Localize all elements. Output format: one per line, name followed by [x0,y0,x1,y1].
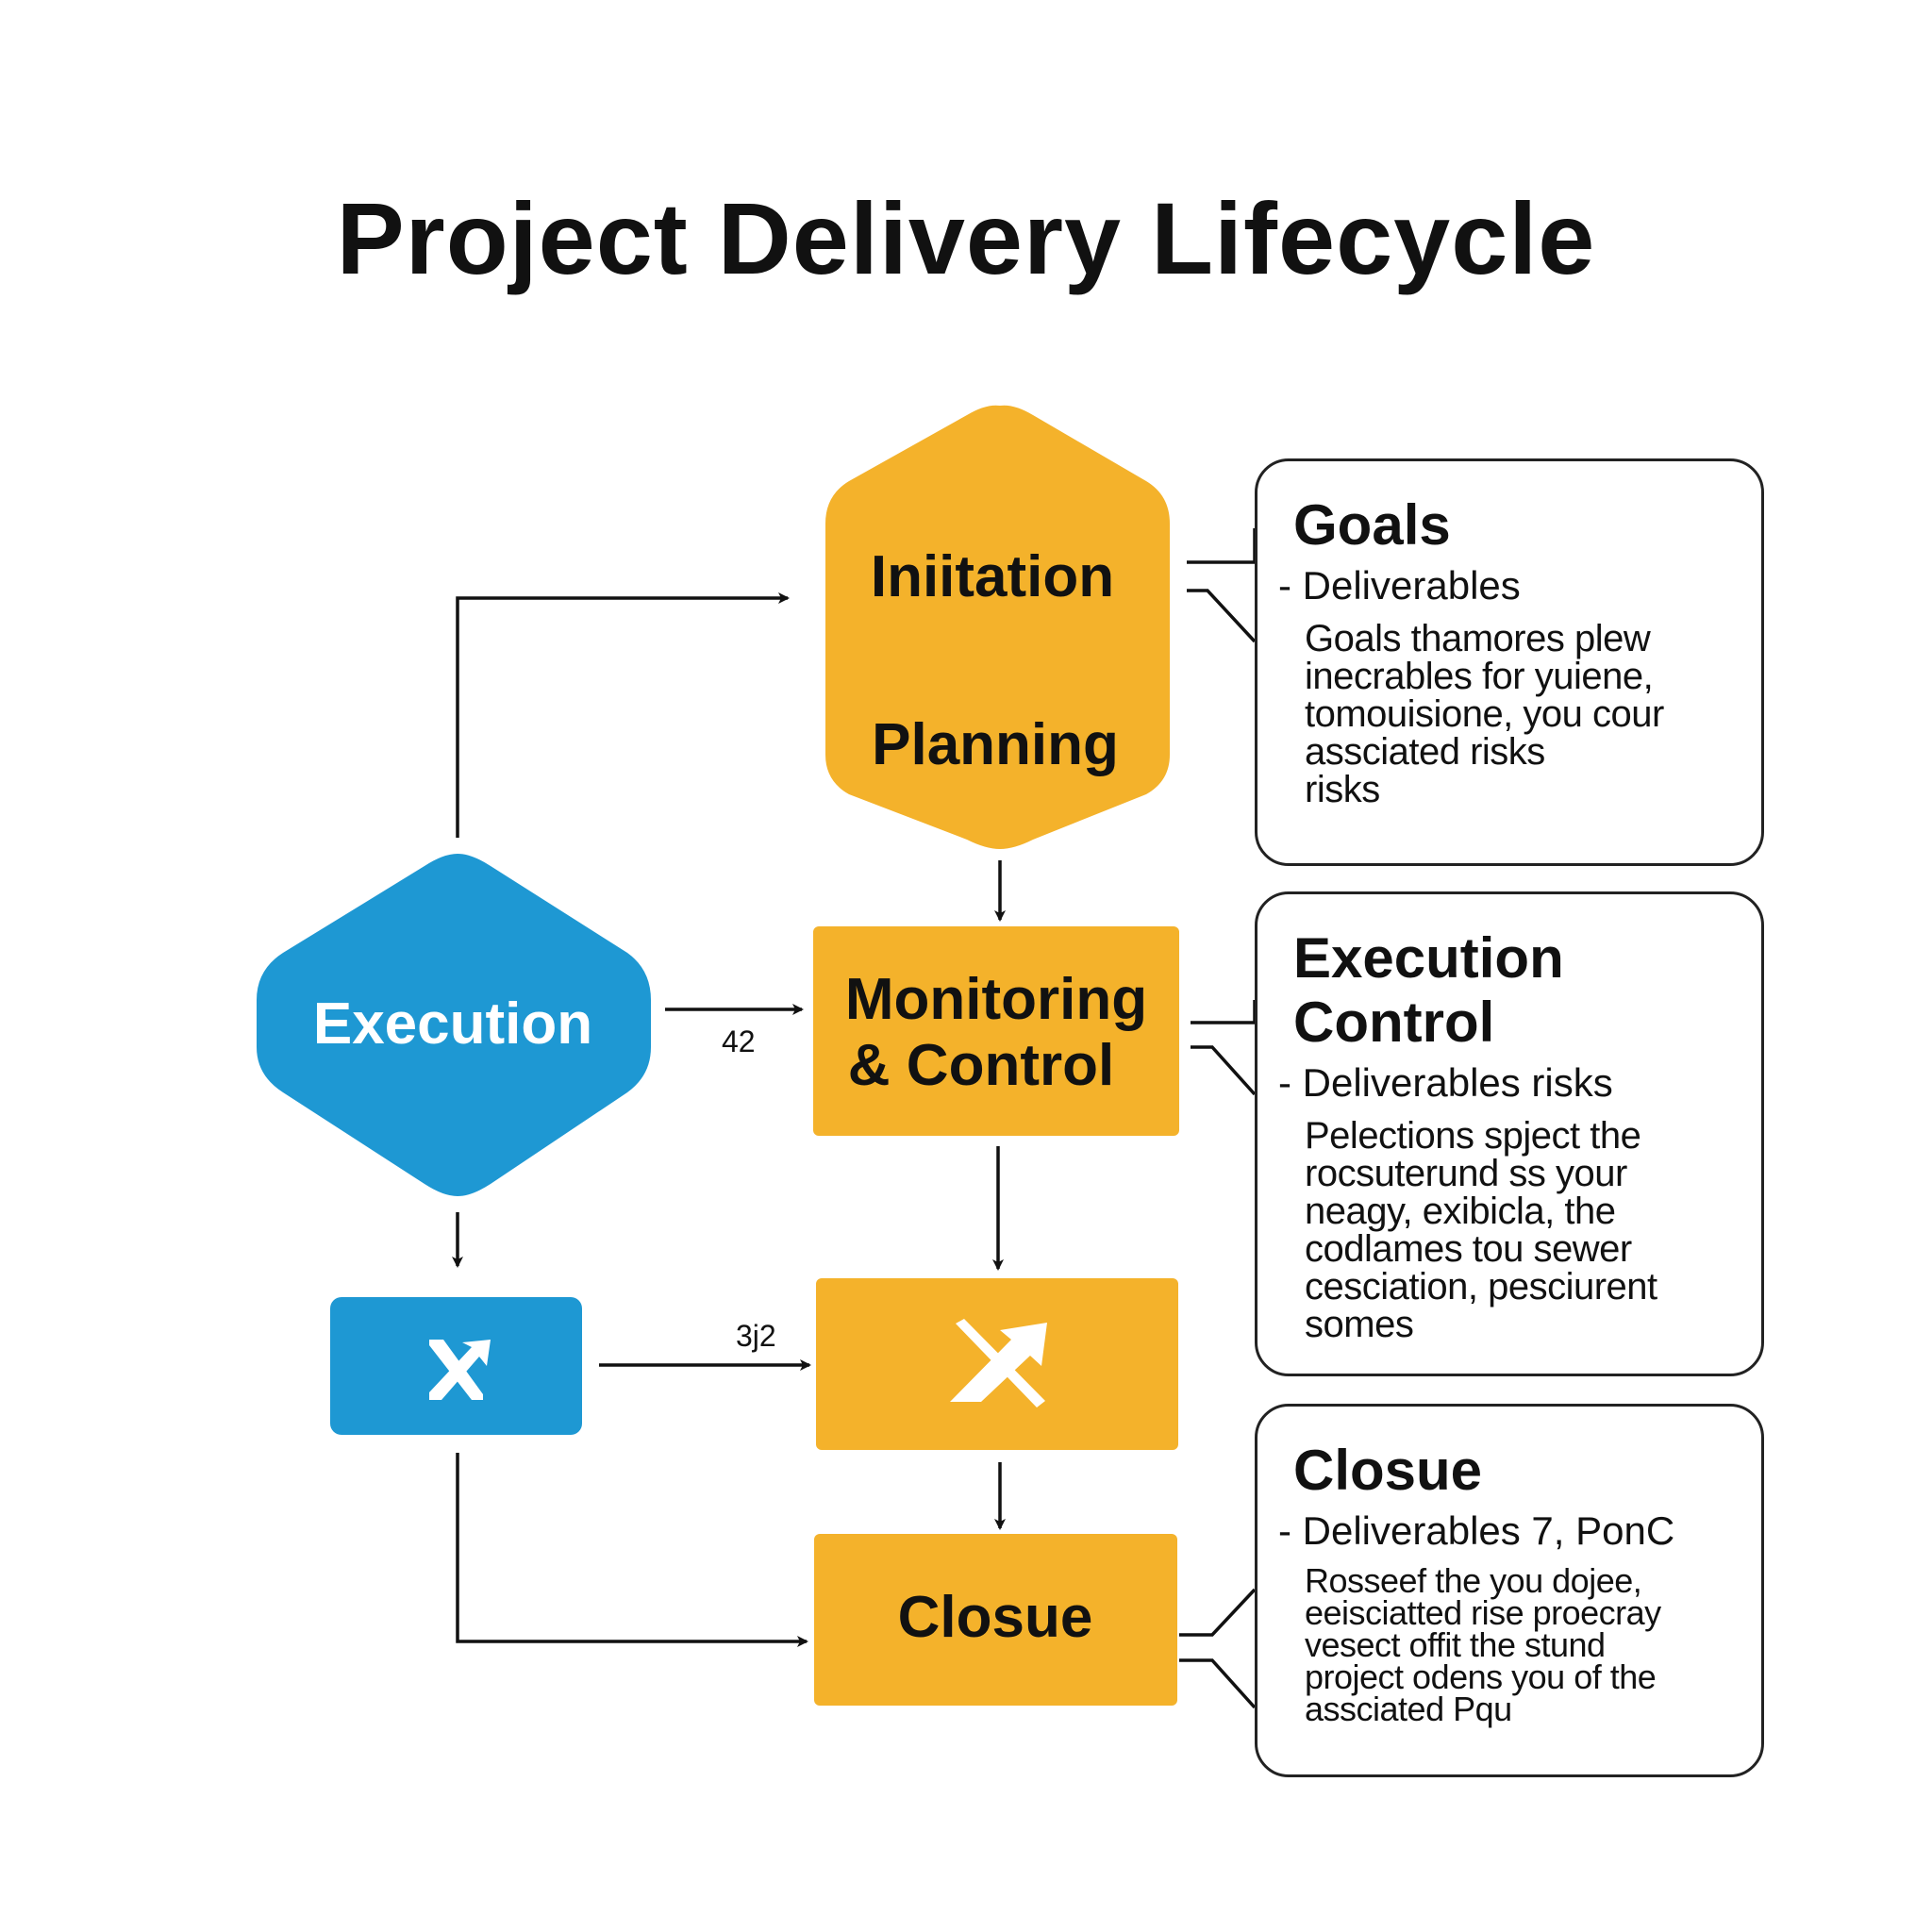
execution-control-subheading: - Deliverables risks [1278,1060,1613,1105]
goals-body: Goals thamores plew inecrables for yuien… [1305,620,1761,808]
body-line: assciated Pqu [1305,1690,1512,1728]
body-line: Pelections spject the [1305,1115,1641,1157]
callout-closure [1179,1588,1257,1637]
body-line: codlames tou sewer [1305,1228,1632,1270]
initiation-label: Iniitation [871,544,1114,609]
edge-execution-to-initiation [456,592,790,838]
goals-info-box: Goals - Deliverables Goals thamores plew… [1255,458,1764,866]
callout-closure-lower [1179,1658,1257,1709]
closure-subheading: - Deliverables 7, PonC [1278,1508,1675,1553]
edge-blue-action-to-closure [456,1453,808,1647]
body-line: cesciation, pesciurent [1305,1266,1657,1307]
body-line: tomouisione, you cour [1305,693,1664,735]
callout-goals [1187,528,1257,564]
closure-info-box: Closue - Deliverables 7, PonC Rosseef th… [1255,1404,1764,1777]
page-title: Project Delivery Lifecycle [336,181,1596,295]
shuffle-arrow-icon [429,1340,491,1400]
callout-goals-lower [1187,589,1257,643]
control-label: & Control [848,1033,1114,1098]
body-line: neagy, exibicla, the [1305,1191,1616,1232]
execution-control-info-box: Execution Control - Deliverables risks P… [1255,891,1764,1376]
closure-label: Closue [898,1585,1093,1650]
body-line: assciated risks [1305,731,1545,773]
body-line: eeisciatted rise proecray [1305,1593,1661,1632]
callout-execution-control-lower [1191,1045,1257,1096]
execution-node[interactable] [257,854,651,1196]
body-line: risks [1305,769,1380,810]
initiation-planning-node[interactable] [825,405,1170,849]
closure-body: Rosseef the you dojee, eeisciatted rise … [1305,1561,1761,1728]
goals-heading: Goals [1293,493,1451,557]
edge-label-3j2: 3j2 [736,1319,776,1353]
goals-subheading: - Deliverables [1278,563,1521,608]
body-line: Goals thamores plew [1305,618,1651,659]
callout-execution-control [1191,1000,1257,1024]
body-line: somes [1305,1304,1414,1345]
body-line: rocsuterund ss your [1305,1153,1627,1194]
body-line: Rosseef the you dojee, [1305,1561,1642,1600]
shuffle-arrow-icon [950,1319,1047,1407]
monitoring-label: Monitoring [845,967,1147,1032]
monitoring-control-node[interactable] [813,926,1179,1136]
body-line: vesect offit the stund [1305,1625,1606,1664]
edge-label-42: 42 [722,1024,756,1058]
body-line: project odens you of the [1305,1657,1657,1696]
closure-node[interactable] [814,1534,1177,1706]
execution-control-body: Pelections spject the rocsuterund ss you… [1305,1117,1761,1343]
planning-label: Planning [872,712,1119,777]
execution-control-heading: Execution Control [1293,926,1564,1054]
body-line: inecrables for yuiene, [1305,656,1654,697]
execution-label: Execution [313,991,592,1057]
closure-heading: Closue [1293,1439,1483,1502]
